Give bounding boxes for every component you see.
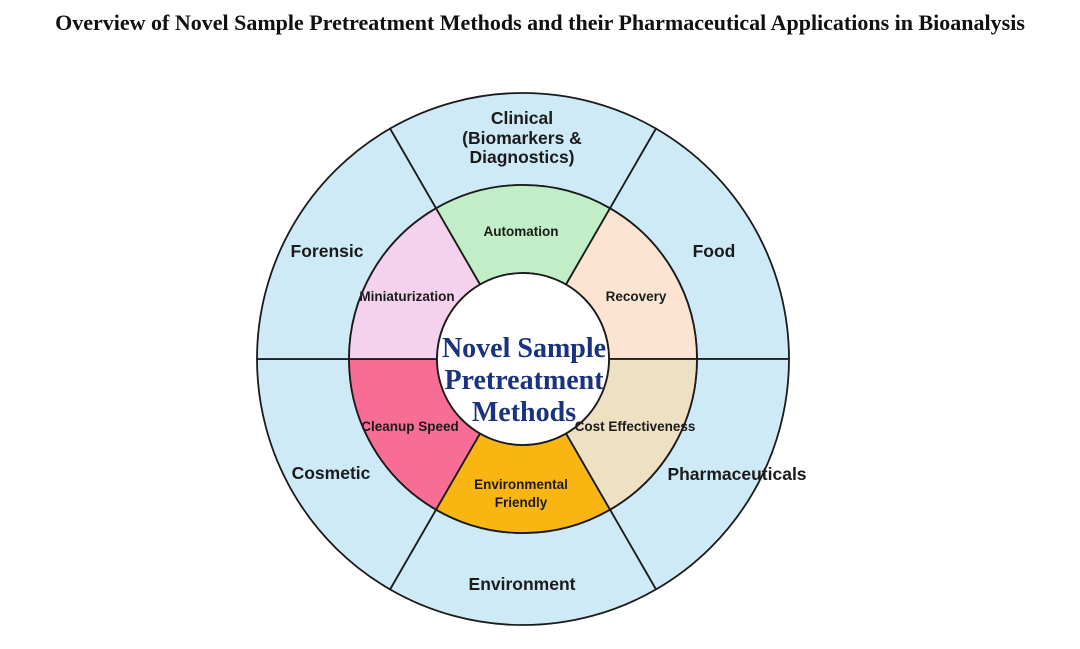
center-title-line1: Novel Sample — [442, 333, 606, 364]
center-title-line2: Pretreatment — [444, 365, 604, 396]
inner-label-recovery: Recovery — [606, 289, 667, 304]
outer-label-clinical-line1: Clinical — [491, 108, 553, 128]
outer-label-cosmetic: Cosmetic — [292, 463, 371, 483]
outer-label-clinical-line3: Diagnostics) — [469, 147, 574, 167]
inner-label-automation: Automation — [484, 224, 559, 239]
center-title: Novel Sample Pretreatment Methods — [442, 333, 606, 428]
inner-label-environmental-friendly-line2: Friendly — [495, 495, 548, 510]
outer-label-clinical-line2: (Biomarkers & — [462, 128, 582, 148]
inner-label-cost-effectiveness: Cost Effectiveness — [575, 419, 696, 434]
inner-label-miniaturization: Miniaturization — [359, 289, 454, 304]
donut-rings — [256, 92, 790, 626]
inner-label-cleanup-speed: Cleanup Speed — [361, 419, 459, 434]
outer-label-environment: Environment — [469, 574, 576, 594]
outer-label-pharmaceuticals: Pharmaceuticals — [667, 464, 806, 484]
outer-label-forensic: Forensic — [291, 241, 364, 261]
outer-label-food: Food — [693, 241, 736, 261]
center-circle — [436, 272, 610, 446]
center-title-line3: Methods — [472, 397, 576, 428]
figure-title: Overview of Novel Sample Pretreatment Me… — [55, 10, 1025, 35]
ring-labels: Clinical (Biomarkers & Diagnostics) Food… — [291, 108, 807, 594]
inner-label-environmental-friendly-line1: Environmental — [474, 477, 568, 492]
